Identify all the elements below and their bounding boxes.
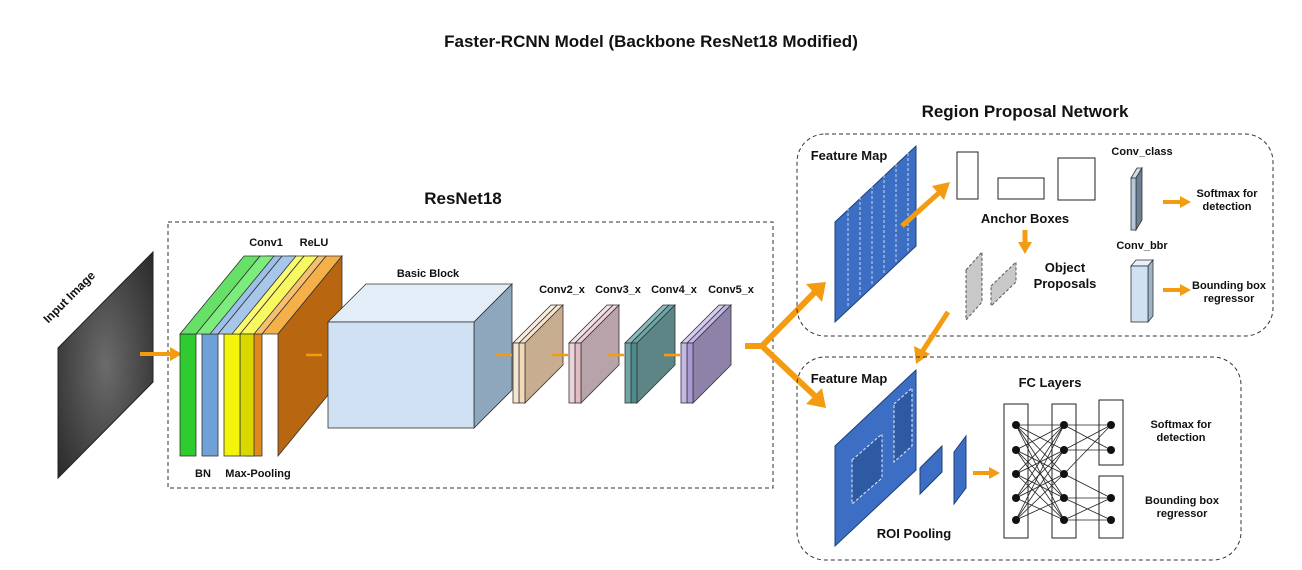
det-bbox-label-line2: regressor	[1157, 508, 1208, 520]
basic-block-label: Basic Block	[397, 268, 460, 280]
arrow-conv-bbr	[1163, 284, 1191, 296]
input-arrow	[140, 347, 182, 361]
arrow-to-fc	[973, 467, 1000, 479]
maxpool-label: Max-Pooling	[225, 468, 290, 480]
rpn-container	[796, 133, 1274, 337]
conv2-stage	[512, 304, 564, 404]
conv2-label: Conv2_x	[539, 284, 586, 296]
fc-layers-label: FC Layers	[1019, 375, 1082, 390]
branch-arrows	[745, 282, 826, 408]
roi-pooling-label: ROI Pooling	[877, 526, 951, 541]
conv4-stage	[624, 304, 676, 404]
conv1-label: Conv1	[249, 237, 283, 249]
anchor-boxes-label: Anchor Boxes	[981, 211, 1069, 226]
resnet18-title: ResNet18	[424, 189, 502, 208]
det-softmax-label-line1: Softmax for	[1150, 419, 1212, 431]
page-title: Faster-RCNN Model (Backbone ResNet18 Mod…	[444, 32, 858, 51]
arrow-to-proposals	[1018, 230, 1032, 254]
input-image	[57, 250, 154, 480]
roi-pooled-maps	[919, 434, 967, 506]
arrow-proposals-to-roi	[914, 310, 951, 364]
rpn-bbox-label-line1: Bounding box	[1192, 280, 1267, 292]
anchor-boxes	[956, 151, 1096, 201]
rpn-bbox-label-line2: regressor	[1204, 293, 1255, 305]
rpn-title: Region Proposal Network	[922, 102, 1129, 121]
conv-bbr-label: Conv_bbr	[1116, 240, 1168, 252]
conv-class-label: Conv_class	[1111, 146, 1172, 158]
rpn-feature-map	[834, 144, 917, 324]
bn-label: BN	[195, 468, 211, 480]
conv5-label: Conv5_x	[708, 284, 755, 296]
conv3-stage	[568, 304, 620, 404]
conv-bbr-layer	[1130, 258, 1154, 324]
fc-layers-network	[1003, 399, 1124, 539]
detector-feature-map-label: Feature Map	[811, 371, 888, 386]
conv4-label: Conv4_x	[651, 284, 698, 296]
det-bbox-label-line1: Bounding box	[1145, 495, 1220, 507]
object-proposals	[965, 250, 1017, 322]
arrow-to-anchors	[900, 182, 950, 228]
arrow-conv-class	[1163, 196, 1191, 208]
conv-class-layer	[1130, 166, 1143, 232]
rpn-softmax-label-line1: Softmax for	[1196, 188, 1258, 200]
rpn-softmax-label-line2: detection	[1203, 201, 1252, 213]
object-proposals-label-line1: Object	[1045, 260, 1086, 275]
bn-layer	[179, 255, 275, 457]
basic-block	[327, 283, 513, 429]
relu-label: ReLU	[300, 237, 329, 249]
conv5-stage	[680, 304, 732, 404]
det-softmax-label-line2: detection	[1157, 432, 1206, 444]
conv3-label: Conv3_x	[595, 284, 642, 296]
rpn-feature-map-label: Feature Map	[811, 148, 888, 163]
detector-container	[796, 356, 1242, 561]
detector-feature-map	[834, 368, 917, 548]
object-proposals-label-line2: Proposals	[1034, 276, 1097, 291]
